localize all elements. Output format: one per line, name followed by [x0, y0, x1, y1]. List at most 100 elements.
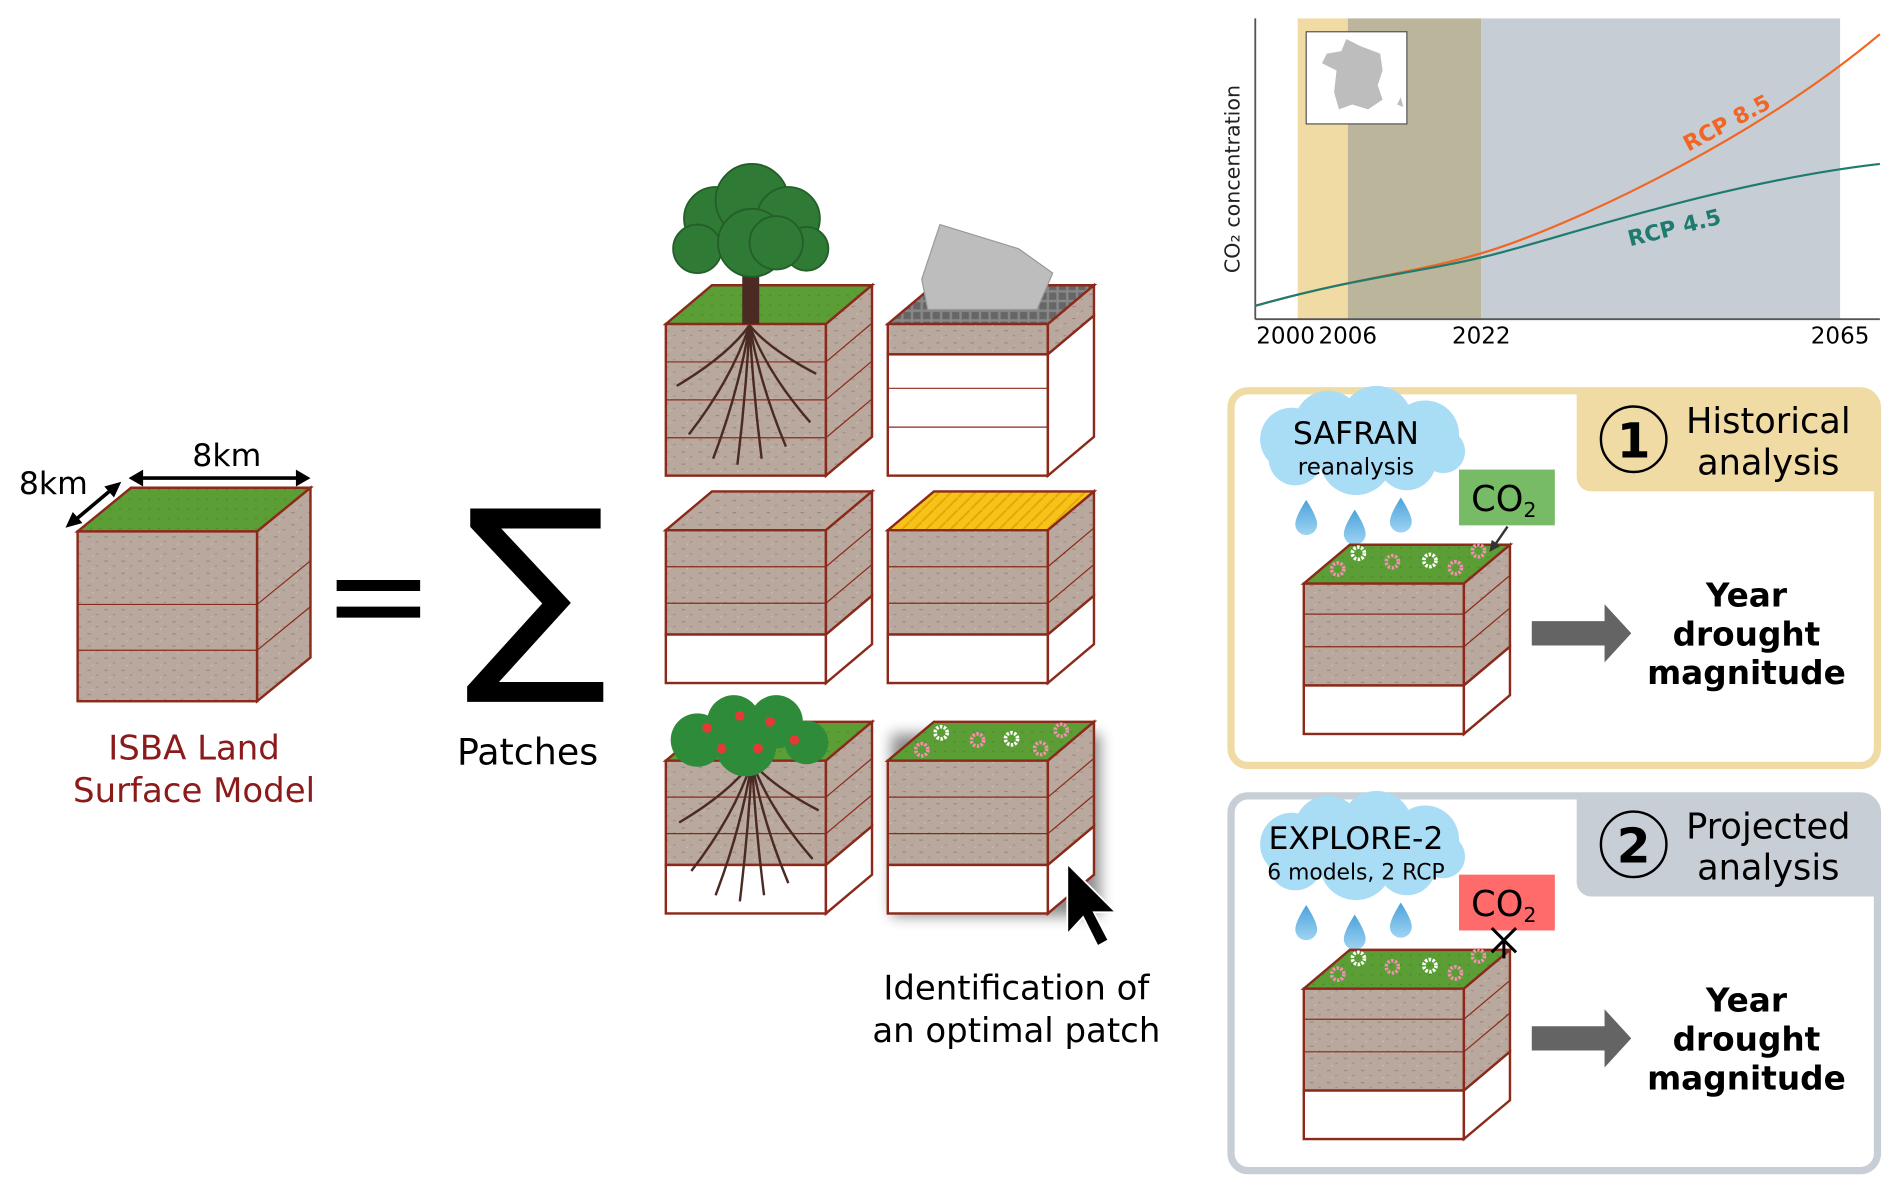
soil-layer-line — [1047, 563, 1095, 604]
co2-subscript: 2 — [1523, 498, 1536, 522]
soil-layer-line — [1047, 794, 1095, 835]
cloud-puff — [1319, 827, 1393, 901]
cloud-icon — [1260, 385, 1466, 496]
co2-blocked-icon — [1490, 926, 1518, 959]
optimal-patch-label-line1: Identification of — [883, 969, 1150, 1009]
soil-layer-line — [256, 606, 311, 651]
patch-cube — [74, 485, 314, 704]
cube-bedrock-front — [1302, 684, 1466, 736]
tree-icon — [672, 163, 830, 278]
output-label-line1: Year — [1705, 577, 1788, 615]
patches-label: Patches — [457, 730, 598, 773]
tree-crown — [748, 215, 804, 271]
shrub-leaf — [715, 715, 777, 777]
root — [712, 325, 751, 460]
raindrop-icon — [1295, 904, 1318, 941]
flower-icon — [1384, 958, 1401, 975]
raindrop-icon — [1295, 499, 1318, 536]
cube-soil-front — [76, 530, 259, 703]
cube-bedrock-front — [886, 353, 1050, 477]
cursor-icon — [1066, 861, 1118, 948]
panel-title-line2: analysis — [1697, 442, 1839, 483]
flower-icon — [1003, 730, 1020, 747]
soil-layer-line — [825, 757, 873, 798]
patches-grid — [662, 163, 1101, 917]
soil-layer-line — [825, 398, 873, 439]
patch-cube — [662, 488, 876, 686]
rock-icon — [921, 223, 1054, 311]
patch-cube — [884, 719, 1098, 917]
x-tick-label: 2000 — [1256, 323, 1315, 349]
root — [750, 761, 766, 896]
flower-icon — [1447, 965, 1464, 981]
root — [736, 325, 751, 465]
depth-label: 8km — [19, 466, 88, 502]
model-name-line2: Surface Model — [73, 771, 315, 811]
soil-layer-line — [1463, 979, 1511, 1020]
patch-cube — [884, 488, 1098, 686]
equals-sign: = — [323, 518, 435, 673]
co2-arrow-head — [1489, 539, 1501, 553]
step-number: 2 — [1617, 819, 1651, 875]
cube-bedrock-front — [886, 633, 1050, 685]
cube-bedrock-side — [1046, 312, 1096, 479]
flower-icon — [1447, 559, 1464, 576]
forcing-source: SAFRAN — [1293, 416, 1419, 452]
model-name-line1: ISBA Land — [108, 728, 280, 768]
flower-icon — [1422, 957, 1438, 974]
berry — [702, 723, 712, 733]
flower-icon — [1329, 966, 1346, 982]
panel-title-line2: analysis — [1697, 848, 1839, 889]
tree-crown — [672, 223, 723, 275]
patch-cube — [662, 695, 876, 917]
soil-layer-line — [256, 560, 311, 605]
output-label-line3: magnitude — [1647, 1059, 1846, 1097]
dimension-depth: 8km — [19, 466, 122, 528]
berry — [789, 735, 800, 745]
cube-bedrock-front — [664, 633, 828, 685]
soil-layer-line — [1047, 527, 1095, 568]
co2-box — [1459, 874, 1555, 931]
y-axis-label: CO₂ concentration — [1221, 85, 1245, 273]
cube-bedrock-front — [664, 863, 828, 915]
patch-cube — [1300, 542, 1514, 737]
flower-icon — [933, 724, 950, 741]
cube-bedrock-side — [1462, 644, 1512, 737]
soil-layer-line — [1047, 757, 1095, 798]
root — [750, 761, 790, 884]
berry — [765, 716, 775, 727]
cube-soil-front — [886, 759, 1050, 867]
raindrop-icon — [1343, 914, 1366, 950]
raindrop-icon — [1389, 497, 1412, 533]
panel-title-line1: Historical — [1686, 401, 1851, 442]
co2-label: CO2 — [1471, 479, 1536, 522]
patch-cube — [662, 163, 876, 479]
output-label-line2: drought — [1673, 615, 1821, 653]
step-number-circle — [1599, 810, 1668, 879]
x-tick-label: 2022 — [1452, 323, 1511, 349]
flower-icon — [1032, 740, 1049, 757]
forcing-source-subtitle: 6 models, 2 RCP — [1267, 861, 1444, 886]
root — [748, 325, 763, 459]
output-label-line2: drought — [1673, 1021, 1821, 1059]
soil-layer-line — [825, 563, 873, 604]
cloud-puff — [1377, 431, 1436, 491]
cube-soil-front — [886, 322, 1050, 356]
soil-layer-line — [825, 794, 873, 835]
soil-layer-line — [825, 322, 873, 363]
series-line-rcp45 — [1254, 162, 1880, 307]
soil-layer-line — [1463, 1012, 1511, 1053]
berry — [734, 710, 745, 721]
raindrop-icon — [1343, 509, 1366, 545]
flower-icon — [1053, 722, 1070, 739]
cube-bedrock-front — [886, 863, 1050, 915]
berry — [753, 743, 763, 754]
step-number-circle — [1599, 405, 1668, 474]
flower-icon — [1350, 950, 1367, 967]
isba-grid-cell-cube — [74, 485, 314, 704]
co2-subscript: 2 — [1523, 903, 1536, 927]
output-arrow-icon — [1531, 604, 1632, 663]
cube-bedrock-side — [1046, 593, 1096, 686]
